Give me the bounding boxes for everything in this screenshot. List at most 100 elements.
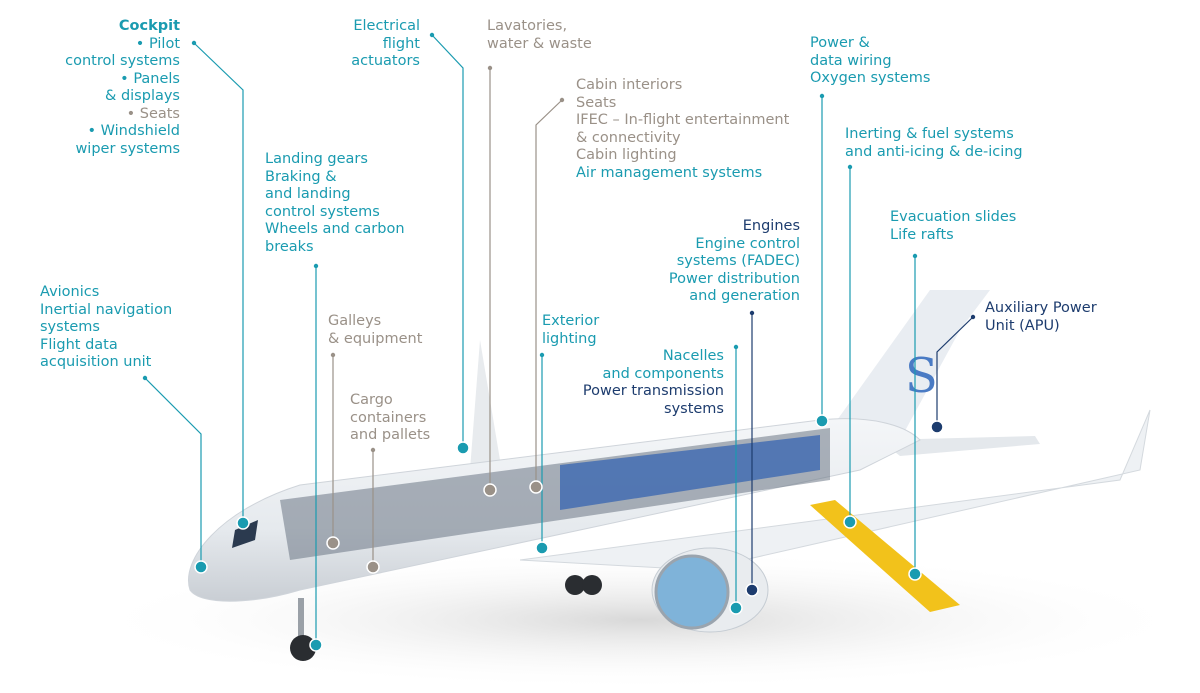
evacuation-hotspot-marker[interactable]: [908, 567, 922, 581]
nacelles-leader-dot: [733, 344, 739, 350]
label-line: lighting: [542, 330, 597, 347]
label-line: Power transmission: [582, 383, 724, 399]
label-line: Exterior: [542, 313, 600, 329]
apu-hotspot-marker[interactable]: [930, 420, 944, 434]
label-line: data wiring: [810, 52, 892, 69]
label-line: Wheels and carbon: [265, 221, 405, 237]
label-line: Flight data: [40, 336, 118, 353]
label-line: • Seats: [126, 105, 180, 122]
label-line: water & waste: [487, 35, 592, 52]
main-gear-wheel: [582, 575, 602, 595]
label-line: Cargo: [350, 392, 393, 408]
label-line: Power &: [810, 35, 870, 51]
engine-fan: [654, 554, 730, 630]
horizontal-stabilizer: [880, 436, 1040, 456]
label-line: • Panels: [120, 70, 180, 87]
label-line: Landing gears: [265, 151, 368, 167]
landing-hotspot-marker[interactable]: [309, 638, 323, 652]
electrical-leader-dot: [429, 32, 435, 38]
label-line: and anti-icing & de-icing: [845, 143, 1023, 160]
label-line: & displays: [105, 88, 180, 104]
label-line: and generation: [689, 288, 800, 304]
label-line: Braking &: [265, 168, 337, 185]
nose-gear-strut: [298, 598, 304, 638]
label-line: Cabin lighting: [576, 147, 677, 163]
label-line: and components: [602, 365, 724, 382]
label-line: systems: [664, 400, 724, 417]
lavatories-label: Lavatories,water & waste: [487, 18, 592, 53]
evacuation-leader-dot: [912, 253, 918, 259]
electrical-hotspot-marker[interactable]: [456, 441, 470, 455]
label-line: • Pilot: [135, 35, 180, 52]
label-line: Inerting & fuel systems: [845, 126, 1014, 142]
label-line: control systems: [265, 203, 380, 220]
galleys-label: Galleys& equipment: [328, 313, 422, 348]
avionics-leader-dot: [142, 375, 148, 381]
cargo-hotspot-marker[interactable]: [366, 560, 380, 574]
tail-logo: S: [905, 348, 938, 404]
apu-leader-line: [936, 316, 974, 427]
lavatories-leader-dot: [487, 65, 493, 71]
cockpit-leader-dot: [191, 40, 197, 46]
label-line: Air management systems: [576, 164, 763, 181]
label-line: wiper systems: [75, 140, 180, 157]
avionics-leader-line: [144, 377, 202, 567]
label-line: systems (FADEC): [676, 253, 800, 269]
label-line: • Windshield: [87, 123, 180, 139]
label-line: Avionics: [40, 284, 100, 300]
galleys-hotspot-marker[interactable]: [326, 536, 340, 550]
nacelles-hotspot-marker[interactable]: [729, 601, 743, 615]
label-line: Engines: [742, 218, 800, 234]
cabin-leader-line: [535, 99, 563, 487]
engines-hotspot-marker[interactable]: [745, 583, 759, 597]
label-line: Cockpit: [118, 18, 180, 34]
cockpit-hotspot-marker[interactable]: [236, 516, 250, 530]
label-line: IFEC – In-flight entertainment: [576, 112, 790, 128]
inerting-leader-dot: [847, 164, 853, 170]
main-gear-wheel: [565, 575, 585, 595]
avionics-hotspot-marker[interactable]: [194, 560, 208, 574]
label-line: flight: [382, 35, 420, 52]
label-line: Auxiliary Power: [985, 300, 1097, 316]
label-line: Nacelles: [662, 348, 724, 364]
exterior-leader-dot: [539, 352, 545, 358]
label-line: control systems: [65, 53, 180, 69]
cabin-hotspot-marker[interactable]: [529, 480, 543, 494]
label-line: breaks: [265, 238, 314, 255]
label-line: & connectivity: [576, 129, 681, 146]
label-line: acquisition unit: [40, 354, 152, 370]
label-line: Life rafts: [890, 226, 954, 243]
inerting-hotspot-marker[interactable]: [843, 515, 857, 529]
label-line: Seats: [576, 94, 617, 111]
label-line: & equipment: [328, 330, 423, 347]
tail-fin: [830, 290, 990, 440]
label-line: Electrical: [353, 18, 420, 34]
exterior-hotspot-marker[interactable]: [535, 541, 549, 555]
cabin-seats: [560, 435, 820, 510]
label-line: Inertial navigation: [40, 301, 173, 318]
nose-gear-wheel: [290, 635, 316, 661]
label-line: Evacuation slides: [890, 209, 1017, 225]
cargo-leader-dot: [370, 447, 376, 453]
lavatories-hotspot-marker[interactable]: [483, 483, 497, 497]
power-wiring-hotspot-marker[interactable]: [815, 414, 829, 428]
label-line: actuators: [351, 53, 420, 69]
label-line: Cabin interiors: [576, 77, 683, 93]
label-line: systems: [40, 319, 100, 335]
label-line: and landing: [265, 186, 351, 202]
landing-leader-dot: [313, 263, 319, 269]
label-line: Galleys: [328, 313, 382, 329]
engines-leader-dot: [749, 310, 755, 316]
label-line: Oxygen systems: [810, 70, 931, 86]
